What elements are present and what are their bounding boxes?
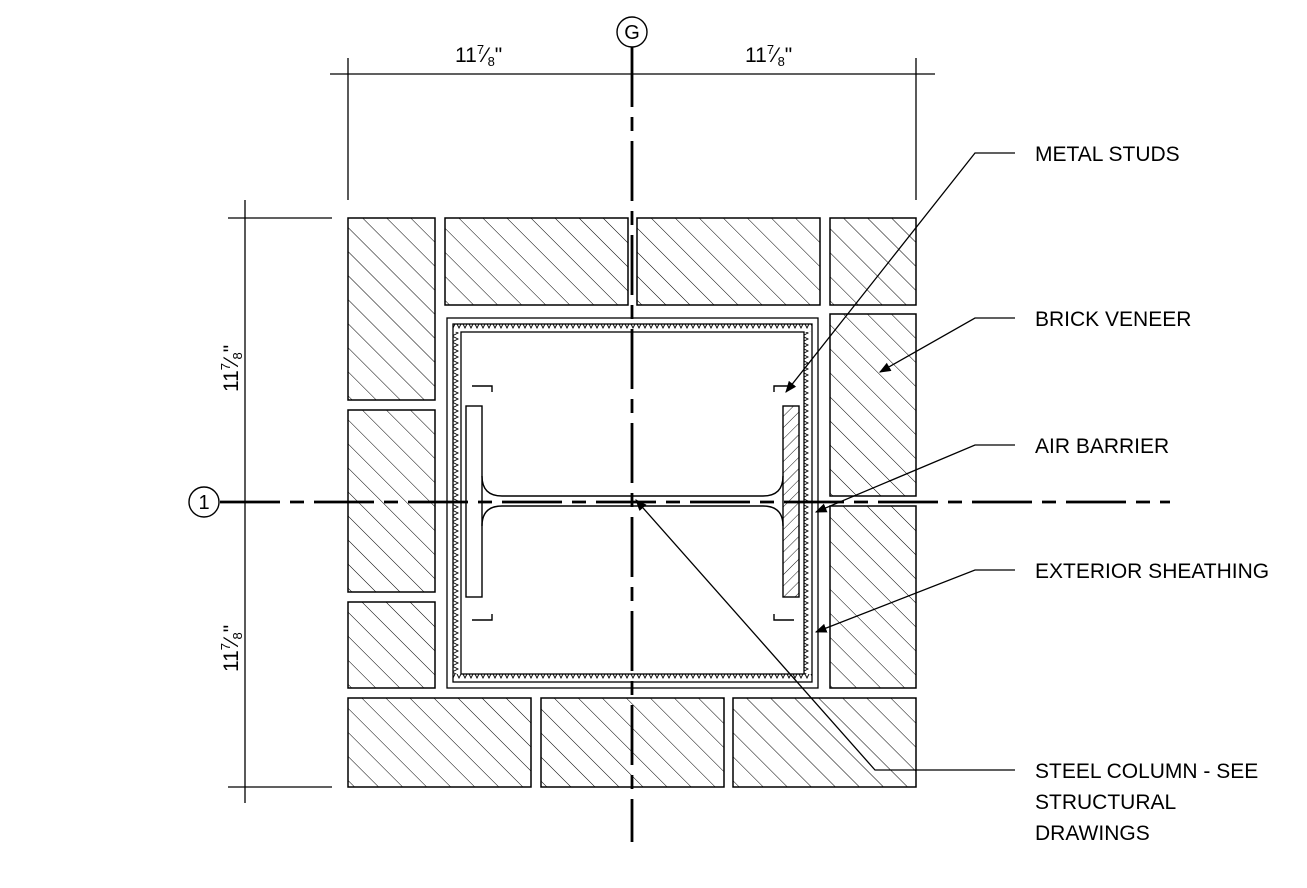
label-air-barrier: AIR BARRIER <box>1035 435 1169 458</box>
svg-text:1: 1 <box>198 492 209 514</box>
brick-right-1 <box>829 313 917 497</box>
brick-left-1 <box>347 217 436 401</box>
brick-bottom-1 <box>347 697 532 788</box>
grid-bubble-g: G <box>616 16 648 48</box>
leader-steel-column <box>635 499 1015 771</box>
label-exterior-sheathing: EXTERIOR SHEATHING <box>1035 560 1269 583</box>
label-steel-column-3: DRAWINGS <box>1035 822 1150 845</box>
label-brick-veneer: BRICK VENEER <box>1035 308 1191 331</box>
dimension-top-left: 117⁄8" <box>455 42 502 69</box>
leader-air-barrier <box>814 444 1015 513</box>
callout-leaders <box>635 152 1015 771</box>
leader-exterior-sheathing <box>814 569 1015 633</box>
label-metal-studs: METAL STUDS <box>1035 143 1180 166</box>
dimension-top-right: 117⁄8" <box>745 42 792 69</box>
brick-top-2 <box>636 217 821 306</box>
grid-lines <box>220 47 1170 842</box>
label-steel-column-1: STEEL COLUMN - SEE <box>1035 760 1258 783</box>
brick-top-1 <box>444 217 629 306</box>
brick-right-2 <box>829 505 917 689</box>
brick-bottom-3 <box>732 697 917 788</box>
svg-text:G: G <box>624 22 640 44</box>
grid-bubble-1: 1 <box>188 486 220 518</box>
dimension-left-lower: 117⁄8" <box>218 625 245 672</box>
leader-metal-studs <box>785 152 1015 393</box>
label-steel-column-2: STRUCTURAL <box>1035 791 1176 814</box>
callout-labels: METAL STUDS BRICK VENEER AIR BARRIER EXT… <box>1035 143 1269 845</box>
brick-left-3 <box>347 601 436 689</box>
leader-brick-veneer <box>878 317 1015 373</box>
brick-top-right-corner <box>829 217 917 306</box>
dimension-left-upper: 117⁄8" <box>218 345 245 392</box>
